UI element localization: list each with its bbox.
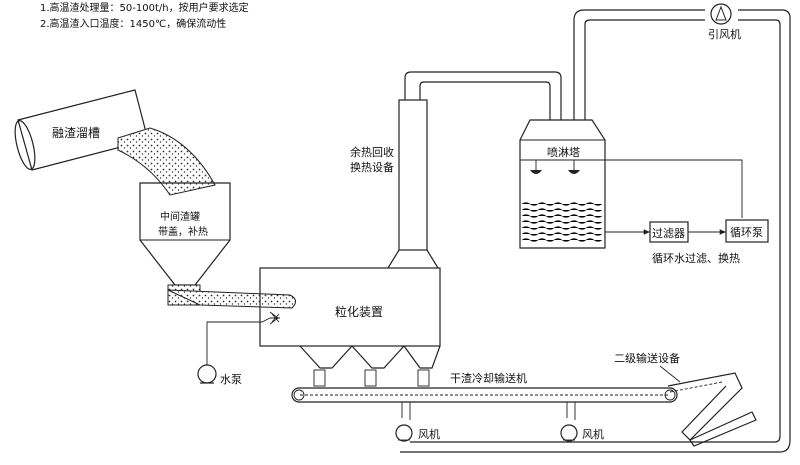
tundish-label-2: 带盖，补热 <box>158 225 208 238</box>
induced-fan-duct <box>400 3 791 453</box>
secondary-conveyor <box>667 372 757 447</box>
slag-stream <box>167 289 296 309</box>
tundish-label-1: 中间渣罐 <box>160 210 200 223</box>
dry-conveyor <box>291 387 678 403</box>
fan-left <box>395 402 413 442</box>
slag-trough <box>14 89 216 196</box>
fan-left-label: 风机 <box>418 427 440 441</box>
note-1: 1.高温渣处理量：50-100t/h，按用户要求选定 <box>40 1 249 14</box>
slag-trough-label: 融渣溜槽 <box>52 125 100 140</box>
fan-right-label: 风机 <box>582 427 604 441</box>
heat-recovery-label-2: 换热设备 <box>350 160 394 174</box>
water-loop-label: 循环水过滤、换热 <box>652 251 740 265</box>
filter-label: 过滤器 <box>652 227 685 240</box>
water-pump <box>197 311 280 384</box>
note-2: 2.高温渣入口温度：1450℃，确保流动性 <box>40 17 226 30</box>
dry-conveyor-label: 干渣冷却输送机 <box>450 371 527 385</box>
secondary-conveyor-label: 二级输送设备 <box>614 351 680 365</box>
fan-right <box>560 402 578 442</box>
heat-recovery-label-1: 余热回收 <box>350 145 394 159</box>
secondary-conveyor-leader <box>659 365 681 383</box>
granulator-label: 粒化装置 <box>335 304 383 319</box>
spray-tower <box>519 119 743 249</box>
granulator-box <box>259 267 441 347</box>
spray-tower-label: 喷淋塔 <box>547 146 580 159</box>
circ-pump-box <box>725 219 769 243</box>
water-pump-label: 水泵 <box>220 373 242 386</box>
heat-recovery-column <box>387 71 562 269</box>
granulator-hoppers <box>299 345 441 387</box>
circ-pump-label: 循环泵 <box>730 226 763 239</box>
induced-fan-label: 引风机 <box>708 27 741 41</box>
intermediate-tundish <box>139 182 231 306</box>
